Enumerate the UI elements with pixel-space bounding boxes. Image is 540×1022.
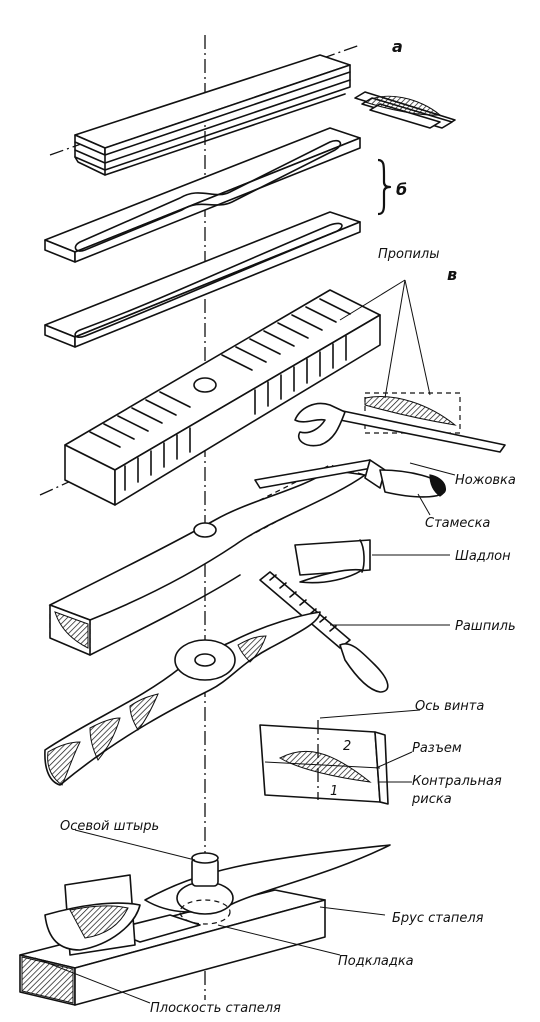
layered-section-sketch	[354, 91, 456, 129]
joint-label: Разъем	[412, 741, 462, 756]
axial-pin-label: Осевой штырь	[60, 819, 159, 834]
template-board-lower	[44, 211, 361, 348]
stage-b-brace	[377, 158, 392, 216]
stage-v-label: в	[447, 265, 457, 284]
finished-propeller	[44, 611, 321, 786]
template-label: Шадлон	[455, 549, 511, 564]
jig-beam-label: Брус стапеля	[392, 911, 484, 926]
propeller-axis-label: Ось винта	[415, 699, 484, 714]
pad-label: Подкладка	[338, 954, 414, 969]
stage-b-label: б	[396, 180, 407, 199]
rasp-label: Рашпиль	[455, 619, 516, 634]
saw-label: Ножовка	[455, 473, 516, 488]
template-piece	[294, 539, 450, 576]
section-1-label: 1	[330, 784, 338, 799]
template-board-upper	[44, 127, 361, 263]
section-card	[259, 709, 421, 805]
cuts-label: Пропилы	[378, 247, 440, 262]
control-line-label: Контральная	[412, 774, 502, 789]
glued-blank-with-cuts	[39, 289, 381, 506]
cuts-leaders	[339, 279, 431, 399]
saw-icon	[294, 392, 506, 453]
jig-assembly	[19, 829, 391, 1006]
rasp-icon	[259, 568, 450, 693]
control-line-label-2: риска	[411, 792, 452, 807]
rough-shaped-blank	[48, 464, 367, 656]
chisel-label: Стамеска	[425, 516, 490, 531]
chisel-icon	[254, 459, 446, 498]
jig-plane-label: Плоскость стапеля	[150, 1001, 281, 1016]
section-2-label: 2	[343, 739, 351, 754]
stage-a-label: а	[392, 37, 403, 56]
stacked-boards	[49, 44, 361, 176]
